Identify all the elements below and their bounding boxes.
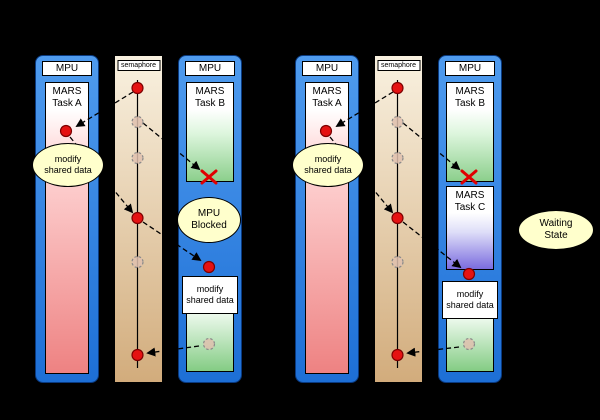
- right-task-b-bar: MARS Task B: [446, 82, 494, 182]
- left-task-b-label: MARS Task B: [194, 86, 225, 109]
- right-mpu-b-header: MPU: [445, 61, 495, 76]
- left-modify-ellipse-label: modify shared data: [44, 154, 92, 175]
- right-modify-ellipse-label: modify shared data: [304, 154, 352, 175]
- waiting-state-label: Waiting State: [539, 218, 573, 241]
- right-semaphore-column: semaphore: [374, 55, 423, 383]
- right-task-c-bar: MARS Task C: [446, 186, 494, 270]
- right-semaphore-header: semaphore: [377, 60, 420, 71]
- left-task-a-bar: MARS Task A: [45, 82, 89, 374]
- right-task-a-bar: MARS Task A: [305, 82, 349, 374]
- left-mpu-a-header: MPU: [42, 61, 92, 76]
- right-task-a-label: MARS Task A: [312, 86, 342, 109]
- right-task-c-label: MARS Task C: [454, 190, 486, 213]
- left-modify-box-label: modify shared data: [186, 284, 234, 305]
- left-modify-shared-data-ellipse: modify shared data: [32, 143, 104, 187]
- left-mpu-b-header: MPU: [185, 61, 235, 76]
- waiting-state-ellipse: Waiting State: [518, 210, 594, 250]
- left-task-b-resume-bar: [186, 312, 234, 372]
- right-modify-shared-data-box: modify shared data: [442, 281, 498, 319]
- left-semaphore-header: semaphore: [117, 60, 160, 71]
- left-modify-shared-data-box: modify shared data: [182, 276, 238, 314]
- right-mpu-a-header: MPU: [302, 61, 352, 76]
- left-task-b-bar: MARS Task B: [186, 82, 234, 182]
- right-task-b-label: MARS Task B: [454, 86, 485, 109]
- right-task-b-resume-bar: [446, 317, 494, 372]
- left-semaphore-column: semaphore: [114, 55, 163, 383]
- left-mpu-blocked-label: MPU Blocked: [191, 208, 227, 231]
- left-mpu-blocked-ellipse: MPU Blocked: [177, 197, 241, 243]
- right-modify-box-label: modify shared data: [446, 289, 494, 310]
- left-task-a-label: MARS Task A: [52, 86, 82, 109]
- right-modify-shared-data-ellipse: modify shared data: [292, 143, 364, 187]
